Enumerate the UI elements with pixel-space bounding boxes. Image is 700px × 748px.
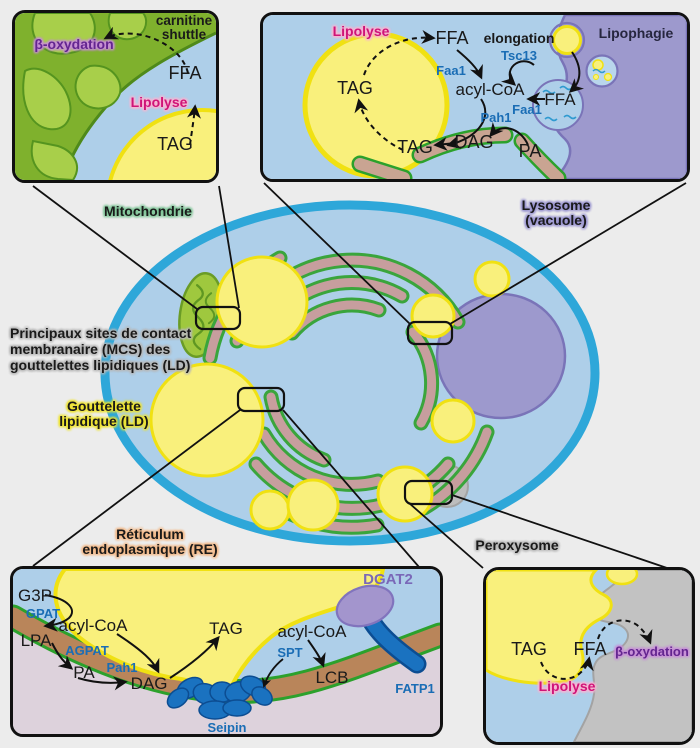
mito-cristae [22,13,148,180]
er-inset-panel: G3P GPAT LPA acyl-CoA AGPAT PA Pah1 DAG … [10,566,443,737]
callout-lines [32,182,687,569]
mito-inset-beta-oxydation: β-oxydation [34,36,114,52]
label-mcs-title: Principaux sites de contact membranaire … [10,325,192,373]
dgat2-protein [335,584,395,628]
mito-inset-art [15,13,216,180]
perox-inset-beta-oxydation: β-oxydation [615,644,689,659]
lyso-inset-tsc13: Tsc13 [501,48,537,63]
engulfed-droplet [552,25,582,55]
lipid-droplets [149,255,511,532]
lyso-inset-pah1: Pah1 [480,110,512,125]
perox-inset-art [486,570,692,742]
er-inset-seipin: Seipin [207,720,247,735]
er-inset-lpa: LPA [20,631,52,650]
lyso-inset-faa1-a: Faa1 [436,63,466,78]
lyso-inset-arrows [433,49,584,151]
label-peroxysome: Peroxysome [475,537,559,553]
mito-inset-panel: β-oxydation carnitine shuttle FFA Lipoly… [12,10,219,183]
mito-inset-ffa: FFA [168,63,202,83]
er-inset-gpat: GPAT [25,606,61,621]
er-inset-spt: SPT [277,645,303,660]
lyso-inset-acyl-coa: acyl-CoA [455,80,525,99]
contact-box-mito [194,305,242,331]
contact-site-boxes [194,305,454,506]
perox-inset-tag: TAG [511,639,547,659]
mito-inset-lipolyse: Lipolyse [130,94,188,110]
lyso-inset-lipophagie: Lipophagie [598,25,674,41]
label-mitochondrie: Mitochondrie [104,203,192,219]
label-gouttelette: Gouttelette lipidique (LD) [59,398,149,429]
contact-box-vacuole [406,320,454,346]
label-re: Réticulum endoplasmique (RE) [82,526,218,557]
lyso-inset-dag: DAG [454,132,494,152]
er-inset-tag: TAG [209,619,243,638]
lyso-inset-lipolyse: Lipolyse [332,23,390,39]
lyso-inset-tag-mem: TAG [397,137,433,157]
er-inset-arrows [43,594,326,691]
contact-box-perox [403,479,454,506]
lyso-inset-art [263,15,687,179]
contact-box-er [236,386,286,413]
er-inset-lcb: LCB [315,668,349,687]
lyso-inset-elongation: elongation [483,30,555,46]
mito-inset-tag: TAG [157,134,193,154]
autophagic-vesicle [585,54,619,88]
perox-inset-panel: TAG FFA β-oxydation Lipolyse [483,567,695,745]
er-inset-dgat2: DGAT2 [363,571,413,588]
er-inset-agpat: AGPAT [65,643,109,658]
lyso-inset-panel: Lipolyse FFA TAG Faa1 acyl-CoA elongatio… [260,12,690,182]
perox-inset-ffa: FFA [573,639,607,659]
er-inset-g3p: G3P [17,586,53,605]
lyso-inset-ffa-lyso: FFA [544,90,576,109]
er-inset-dag: DAG [130,674,168,693]
er-inset-pa: PA [73,663,95,682]
lyso-inset-pa: PA [518,141,542,161]
lyso-inset-tag-droplet: TAG [337,78,373,98]
lyso-inset-faa1-b: Faa1 [512,102,542,117]
mito-inset-arrows [103,26,201,146]
seipin-protein [166,675,273,720]
perox-inset-droplet [486,570,613,685]
perox-inset-lipolyse: Lipolyse [538,678,596,694]
mito-inset-droplet [108,108,216,180]
lyso-inset-dashed-arrows [354,29,436,151]
er-inset-art [13,569,440,734]
er-inset-acyl-coa-2: acyl-CoA [277,622,347,641]
lyso-inset-ffa-top: FFA [435,28,469,48]
mito-inset-carnitine-shuttle: carnitine shuttle [155,13,213,43]
er-inset-fatp1: FATP1 [395,681,435,696]
perox-inset-arrows [540,619,653,680]
er-inset-acyl-coa-1: acyl-CoA [58,616,128,635]
label-lysosome: Lysosome (vacuole) [521,197,591,228]
er-inset-pah1: Pah1 [106,660,138,675]
